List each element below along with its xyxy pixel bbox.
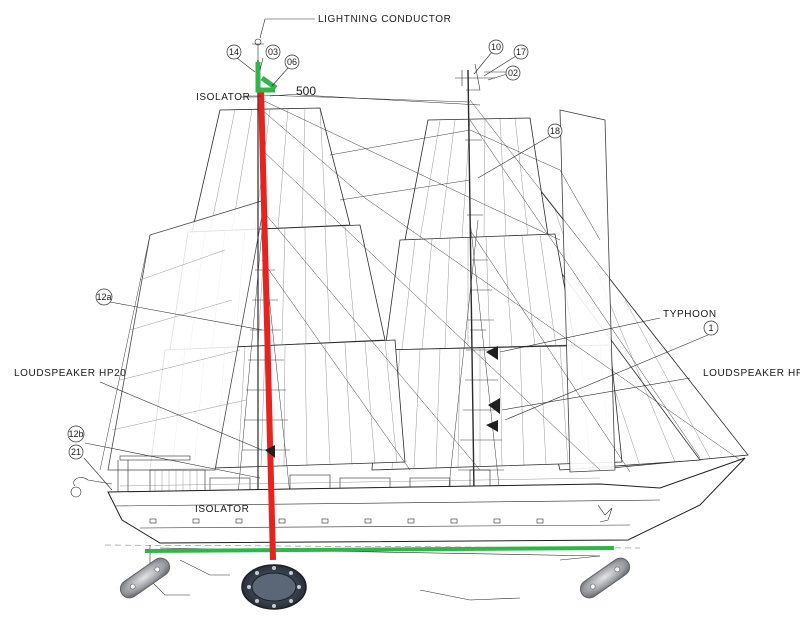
loudspeaker-right-icon [488, 398, 500, 414]
lightning-protection [119, 38, 631, 610]
svg-text:1: 1 [708, 323, 713, 333]
svg-text:18: 18 [550, 126, 560, 136]
callout-03: 03 [265, 44, 281, 60]
svg-text:03: 03 [268, 47, 278, 57]
ground-strap-line [144, 546, 615, 553]
svg-text:06: 06 [287, 57, 297, 67]
svg-text:17: 17 [516, 47, 526, 57]
rigging [99, 94, 749, 473]
svg-text:14: 14 [229, 47, 239, 57]
label-dimension-500: 500 [296, 84, 316, 98]
equipment-symbols [265, 346, 500, 458]
text-labels: LIGHTNING CONDUCTOR ISOLATOR 500 TYPHOON… [14, 14, 800, 515]
mainmast-sails [371, 109, 623, 473]
anode-left [119, 557, 171, 599]
callout-17: 17 [513, 44, 529, 60]
callout-1: 1 [703, 320, 719, 336]
label-isolator-top: ISOLATOR [196, 92, 250, 103]
callout-06: 06 [284, 54, 300, 70]
callouts: 14 03 06 10 17 02 18 12a [67, 39, 719, 460]
callout-18: 18 [547, 123, 563, 139]
svg-text:12a: 12a [96, 292, 111, 302]
hull [104, 457, 746, 601]
anode-right [579, 557, 631, 599]
svg-text:21: 21 [71, 447, 81, 457]
loudspeaker-left-icon [265, 445, 275, 458]
portholes [149, 518, 544, 524]
callout-10: 10 [488, 39, 504, 55]
label-lightning-conductor: LIGHTNING CONDUCTOR [318, 14, 451, 25]
callout-12b: 12b [67, 425, 85, 443]
air-terminal-green [255, 62, 275, 93]
svg-text:02: 02 [508, 68, 518, 78]
typhoon-horn-icon [486, 346, 498, 360]
svg-text:10: 10 [491, 42, 501, 52]
label-isolator-hull: ISOLATOR [195, 504, 249, 515]
callout-12a: 12a [95, 288, 113, 306]
label-typhoon: TYPHOON [663, 309, 717, 320]
leader-lines [83, 18, 709, 491]
label-loudspeaker-right: LOUDSPEAKER HP20 [703, 368, 800, 379]
label-loudspeaker-left: LOUDSPEAKER HP20 [14, 368, 126, 379]
svg-text:12b: 12b [68, 429, 83, 439]
callout-21: 21 [68, 444, 84, 460]
foremast-sails [107, 107, 406, 471]
conductor-cable-red [258, 87, 276, 561]
callout-02: 02 [505, 65, 521, 81]
callout-14: 14 [226, 44, 242, 60]
